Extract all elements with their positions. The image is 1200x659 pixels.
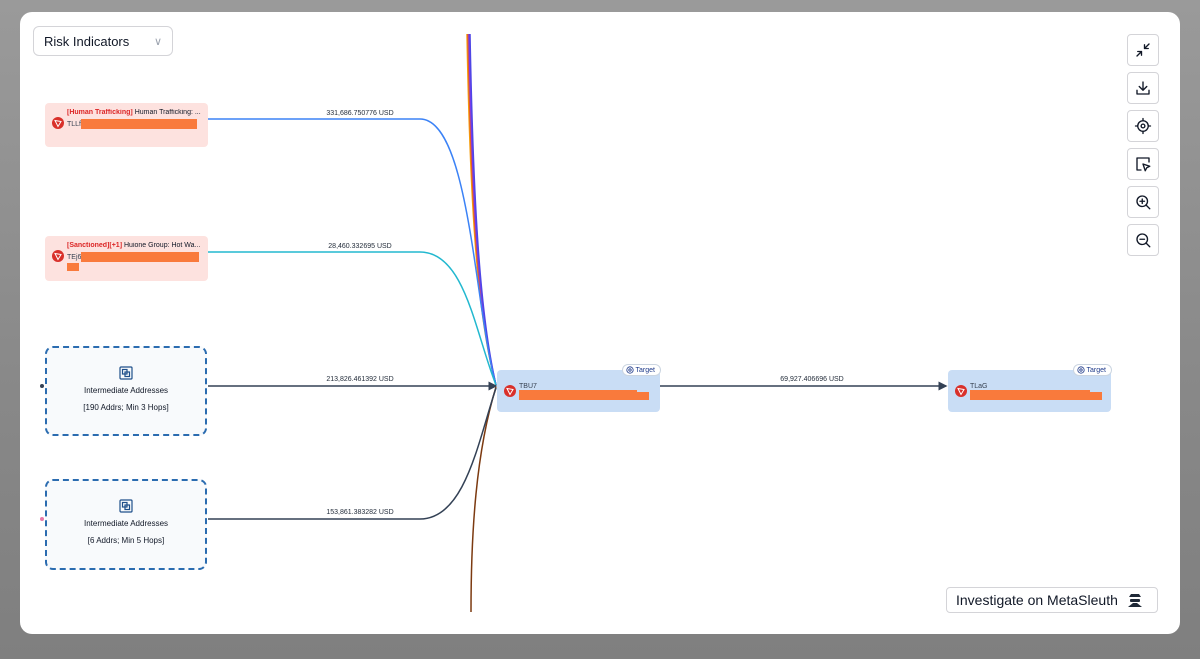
node-detail: [190 Addrs; Min 3 Hops] — [83, 403, 169, 412]
zoom-out-icon — [1136, 233, 1151, 248]
address-prefix: TEj6 — [67, 253, 82, 261]
node-detail: [6 Addrs; Min 5 Hops] — [87, 536, 165, 545]
zoom-out-button[interactable] — [1127, 224, 1159, 256]
tron-logo-icon — [504, 385, 516, 397]
flow-trunk-red — [467, 33, 497, 386]
node-title: Intermediate Addresses — [83, 519, 169, 528]
entity-label: Huione Group: Hot Wa... — [124, 242, 201, 249]
target-badge-label: Target — [635, 366, 655, 374]
edge-port — [40, 517, 44, 521]
target-icon — [1076, 366, 1085, 374]
intermediate-addresses-node-1[interactable]: Intermediate Addresses [190 Addrs; Min 3… — [45, 346, 207, 436]
download-button[interactable] — [1127, 72, 1159, 104]
risk-indicators-dropdown[interactable]: Risk Indicators ∨ — [33, 26, 173, 56]
collapse-button[interactable] — [1127, 34, 1159, 66]
risk-node-sanctioned[interactable]: [Sanctioned][+1] Huione Group: Hot Wa...… — [45, 236, 208, 281]
target-node-2[interactable]: Target TLaG — [948, 364, 1112, 412]
chevron-down-icon: ∨ — [153, 35, 162, 48]
locate-icon — [1134, 117, 1152, 135]
address-prefix: TBU7 — [519, 383, 537, 390]
graph-toolbar — [1127, 34, 1159, 256]
target-badge: Target — [1072, 364, 1112, 376]
zoom-in-icon — [1136, 195, 1151, 210]
address-prefix: TLLf — [67, 120, 82, 128]
redacted-address — [81, 252, 200, 262]
redacted-address-tail — [1090, 391, 1102, 400]
locate-button[interactable] — [1127, 110, 1159, 142]
risk-tag: [Sanctioned][+1] — [67, 242, 123, 249]
flow-amount-3: 213,826.461392 USD — [326, 376, 393, 383]
address-prefix: TLaG — [970, 383, 988, 390]
tron-logo-icon — [52, 117, 64, 129]
flow-amount-5: 69,927.406696 USD — [780, 376, 843, 383]
cluster-icon — [119, 366, 133, 380]
node-title: Intermediate Addresses — [83, 386, 169, 395]
redacted-address-tail — [637, 391, 649, 400]
select-icon — [1136, 157, 1151, 172]
dropdown-label: Risk Indicators — [44, 33, 130, 49]
redacted-address — [81, 119, 198, 129]
investigate-label: Investigate on MetaSleuth — [956, 592, 1118, 608]
fund-flow-graph-panel: 331,686.750776 USD 28,460.332695 USD 213… — [20, 12, 1180, 634]
tron-logo-icon — [52, 250, 64, 262]
risk-tag: [Human Trafficking] — [67, 109, 133, 116]
metasleuth-logo-icon — [1127, 594, 1142, 607]
flow-amount-1: 331,686.750776 USD — [326, 110, 393, 117]
entity-label: Human Trafficking: ... — [134, 109, 201, 116]
cluster-icon — [119, 499, 133, 513]
target-node-1[interactable]: Target TBU7 — [497, 364, 661, 412]
flow-edge-2 — [208, 251, 497, 386]
flow-edge-1 — [208, 118, 497, 386]
flow-amount-4: 153,861.383282 USD — [326, 509, 393, 516]
redacted-address-tail — [67, 263, 79, 271]
target-badge: Target — [621, 364, 661, 376]
tron-logo-icon — [955, 385, 967, 397]
flow-edges: 331,686.750776 USD 28,460.332695 USD 213… — [208, 33, 948, 613]
investigate-metasleuth-button[interactable]: Investigate on MetaSleuth — [946, 587, 1158, 613]
redacted-address — [970, 390, 1090, 400]
download-icon — [1136, 81, 1150, 95]
redacted-address — [519, 390, 637, 400]
flow-trunk-brown — [470, 386, 497, 613]
intermediate-addresses-node-2[interactable]: Intermediate Addresses [6 Addrs; Min 5 H… — [45, 479, 207, 570]
zoom-in-button[interactable] — [1127, 186, 1159, 218]
flow-edge-4 — [208, 387, 497, 520]
target-badge-label: Target — [1086, 366, 1106, 374]
edge-port — [40, 384, 44, 388]
select-button[interactable] — [1127, 148, 1159, 180]
collapse-icon — [1136, 43, 1150, 57]
target-icon — [625, 366, 634, 374]
risk-node-human-trafficking[interactable]: [Human Trafficking] Human Trafficking: .… — [45, 103, 208, 147]
flow-amount-2: 28,460.332695 USD — [328, 243, 391, 250]
